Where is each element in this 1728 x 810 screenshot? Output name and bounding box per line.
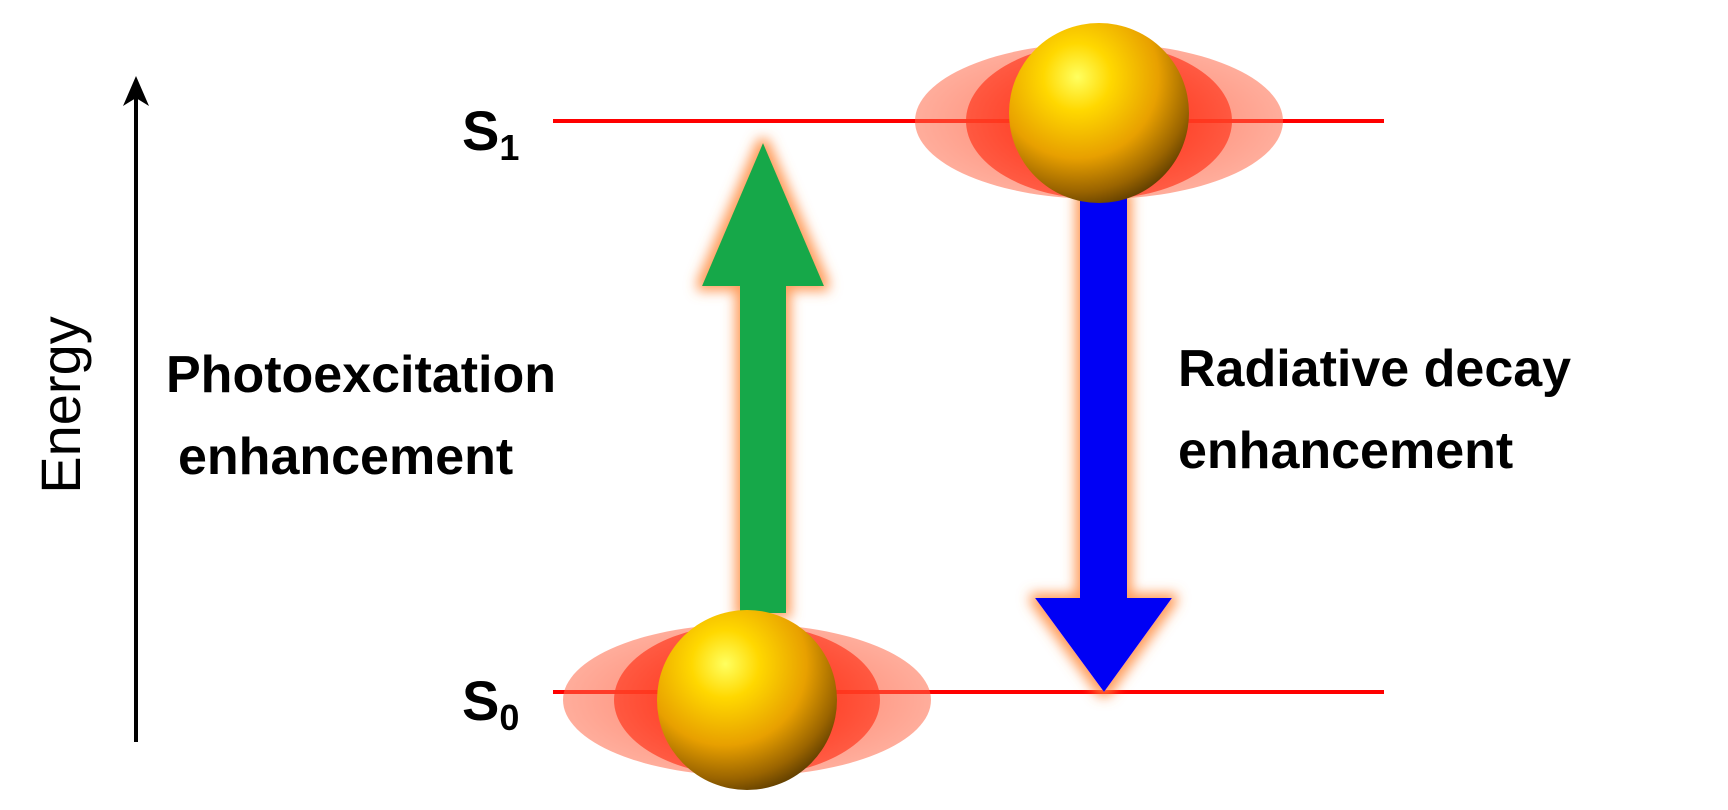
s1-level-label: S1 xyxy=(462,99,519,168)
photoexcitation-label-line2: enhancement xyxy=(178,428,513,486)
s1-letter: S xyxy=(462,99,499,162)
photoexcitation-arrow xyxy=(702,143,824,613)
radiative-decay-label-line1: Radiative decay xyxy=(1178,340,1571,398)
photoexcitation-label: Photoexcitation enhancement xyxy=(166,346,570,486)
energy-axis-label: Energy xyxy=(29,316,92,493)
energy-axis-arrowhead xyxy=(123,76,149,106)
s0-particle-sphere xyxy=(657,610,837,790)
s1-particle-sphere xyxy=(1009,23,1189,203)
s0-particle-group xyxy=(563,610,931,790)
photoexcitation-label-line1: Photoexcitation xyxy=(166,346,556,404)
s1-subscript: 1 xyxy=(499,127,519,168)
radiative-decay-label-line2: enhancement xyxy=(1178,422,1513,480)
s1-particle-group xyxy=(915,23,1283,203)
s0-letter: S xyxy=(462,669,499,732)
s0-level-label: S0 xyxy=(462,669,519,738)
radiative-decay-arrow xyxy=(1035,195,1172,692)
radiative-decay-label: Radiative decay enhancement xyxy=(1178,340,1586,480)
s0-subscript: 0 xyxy=(499,697,519,738)
